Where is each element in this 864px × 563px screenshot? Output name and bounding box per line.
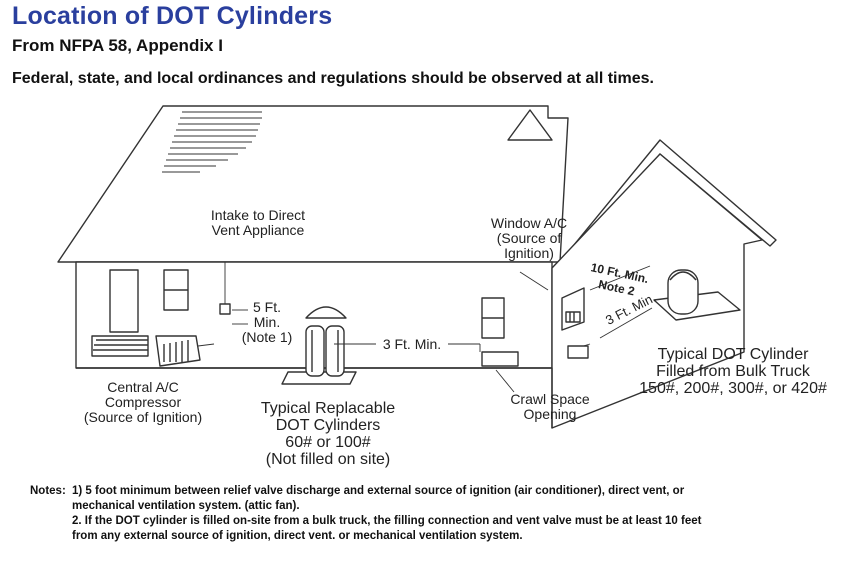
front-door xyxy=(109,269,139,333)
five-ft-label: 5 Ft. Min. (Note 1) xyxy=(241,299,293,345)
replaceable-cylinders xyxy=(281,306,357,385)
roof-peak xyxy=(507,109,553,141)
page-subtitle: From NFPA 58, Appendix I xyxy=(12,36,223,55)
intake-label: Intake to Direct Vent Appliance xyxy=(210,207,306,238)
middle-window xyxy=(481,297,505,339)
central-ac-label: Central A/C Compressor (Source of Igniti… xyxy=(83,379,203,425)
notes-section: Notes: 1) 5 foot minimum between relief … xyxy=(30,484,860,544)
bulk-cylinder-label: Typical DOT Cylinder Filled from Bulk Tr… xyxy=(639,346,827,397)
crawl-space-opening xyxy=(481,351,519,367)
left-window xyxy=(163,269,189,311)
dimension-lines xyxy=(232,265,653,393)
roof-shingles xyxy=(162,111,262,173)
notes-prefix: Notes: xyxy=(30,485,66,497)
window-ac-label: Window A/C (Source of Ignition) xyxy=(490,215,568,261)
central-ac-unit xyxy=(155,335,201,367)
page-title: Location of DOT Cylinders xyxy=(12,2,333,30)
main-roof xyxy=(57,105,569,263)
intake-vent xyxy=(219,303,231,315)
window-ac-unit xyxy=(561,287,585,331)
replaceable-cylinders-label: Typical Replacable DOT Cylinders 60# or … xyxy=(260,400,396,468)
intro-text: Federal, state, and local ordinances and… xyxy=(12,70,654,87)
note-1-line-2: mechanical ventilation system. (attic fa… xyxy=(72,500,300,512)
three-ft-left-label: 3 Ft. Min. xyxy=(382,336,442,352)
crawl-space-label: Crawl Space Opening xyxy=(510,391,590,422)
note-1-line-1: 1) 5 foot minimum between relief valve d… xyxy=(72,485,685,497)
bulk-cylinder xyxy=(653,269,741,321)
note-2-line-1: 2. If the DOT cylinder is filled on-site… xyxy=(72,515,702,527)
front-steps xyxy=(91,335,149,357)
side-crawl-opening xyxy=(567,345,589,359)
note-2-line-2: from any external source of ignition, di… xyxy=(72,530,523,542)
